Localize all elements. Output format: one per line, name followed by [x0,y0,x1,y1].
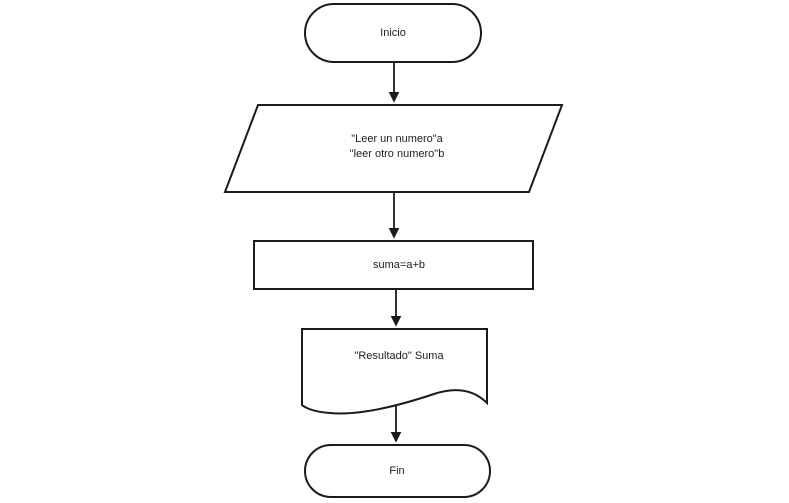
node-process-rectangle: suma=a+b [253,240,534,290]
node-input-label-line2: "leer otro numero"b [350,148,445,160]
node-output-label: "Resultado" Suma [354,350,444,362]
node-input-label-line1: "Leer un numero"a [351,133,443,145]
node-start-terminator: Inicio [304,3,482,63]
terminator-shape-end [304,444,491,498]
terminator-shape-start [304,3,482,63]
node-end-label: Fin [389,465,404,477]
node-end-terminator: Fin [304,444,491,498]
document-shape-output [301,328,488,415]
node-start-label: Inicio [380,27,406,39]
node-input-parallelogram: "Leer un numero"a "leer otro numero"b [223,104,564,193]
rectangle-shape-process [253,240,534,290]
node-output-document: "Resultado" Suma [301,328,488,415]
parallelogram-shape-input [223,104,564,193]
node-process-label: suma=a+b [373,259,425,271]
